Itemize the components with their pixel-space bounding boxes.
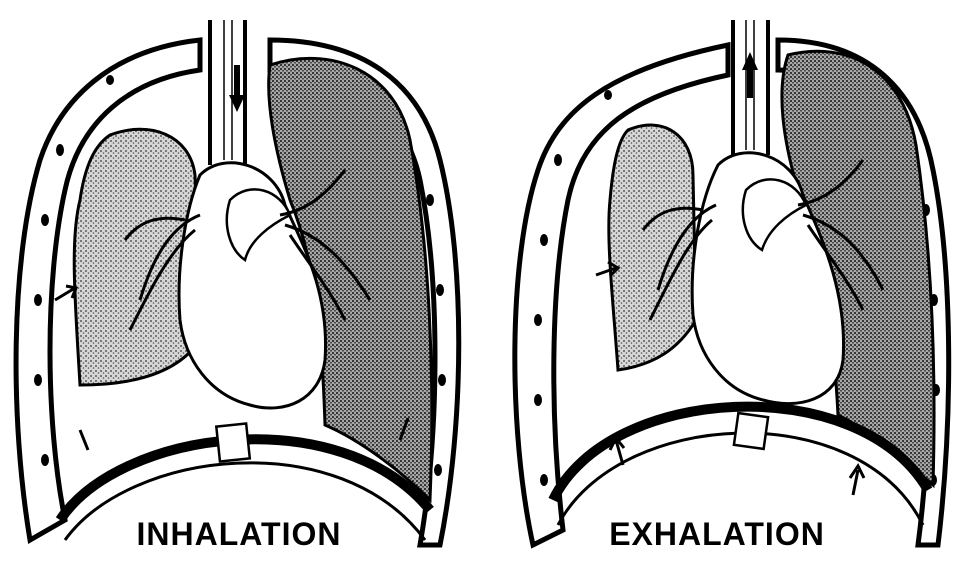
- exhalation-panel: EXHALATION: [478, 0, 956, 567]
- lung-left-view: [609, 125, 696, 370]
- inhalation-illustration: [0, 0, 478, 567]
- exhalation-illustration: [478, 0, 956, 567]
- inhalation-label: INHALATION: [0, 516, 478, 553]
- inhalation-panel: INHALATION: [0, 0, 478, 567]
- exhalation-label: EXHALATION: [478, 516, 956, 553]
